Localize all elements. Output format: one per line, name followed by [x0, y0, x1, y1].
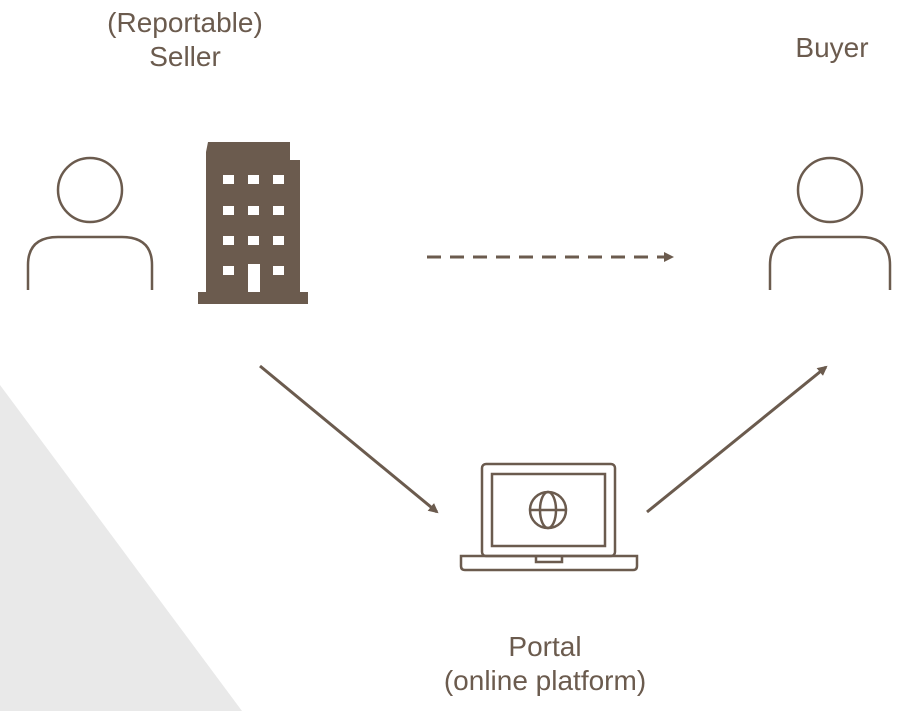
office-building-icon [198, 142, 308, 304]
edge-seller-to-portal [259, 364, 439, 514]
seller-person-icon [26, 156, 154, 290]
edge-portal-to-buyer [646, 365, 828, 514]
seller-label-line1: (Reportable) [107, 7, 263, 38]
buyer-label: Buyer [757, 31, 907, 65]
portal-label-line2: (online platform) [443, 665, 647, 696]
buyer-label-text: Buyer [795, 32, 869, 63]
portal-label: Portal (online platform) [420, 630, 670, 698]
seller-label-line2: Seller [149, 41, 221, 72]
portal-label-line1: Portal [508, 631, 582, 662]
buyer-person-icon [768, 156, 892, 290]
laptop-globe-icon [459, 462, 639, 572]
seller-label: (Reportable) Seller [60, 6, 310, 74]
background-shape [0, 385, 242, 711]
